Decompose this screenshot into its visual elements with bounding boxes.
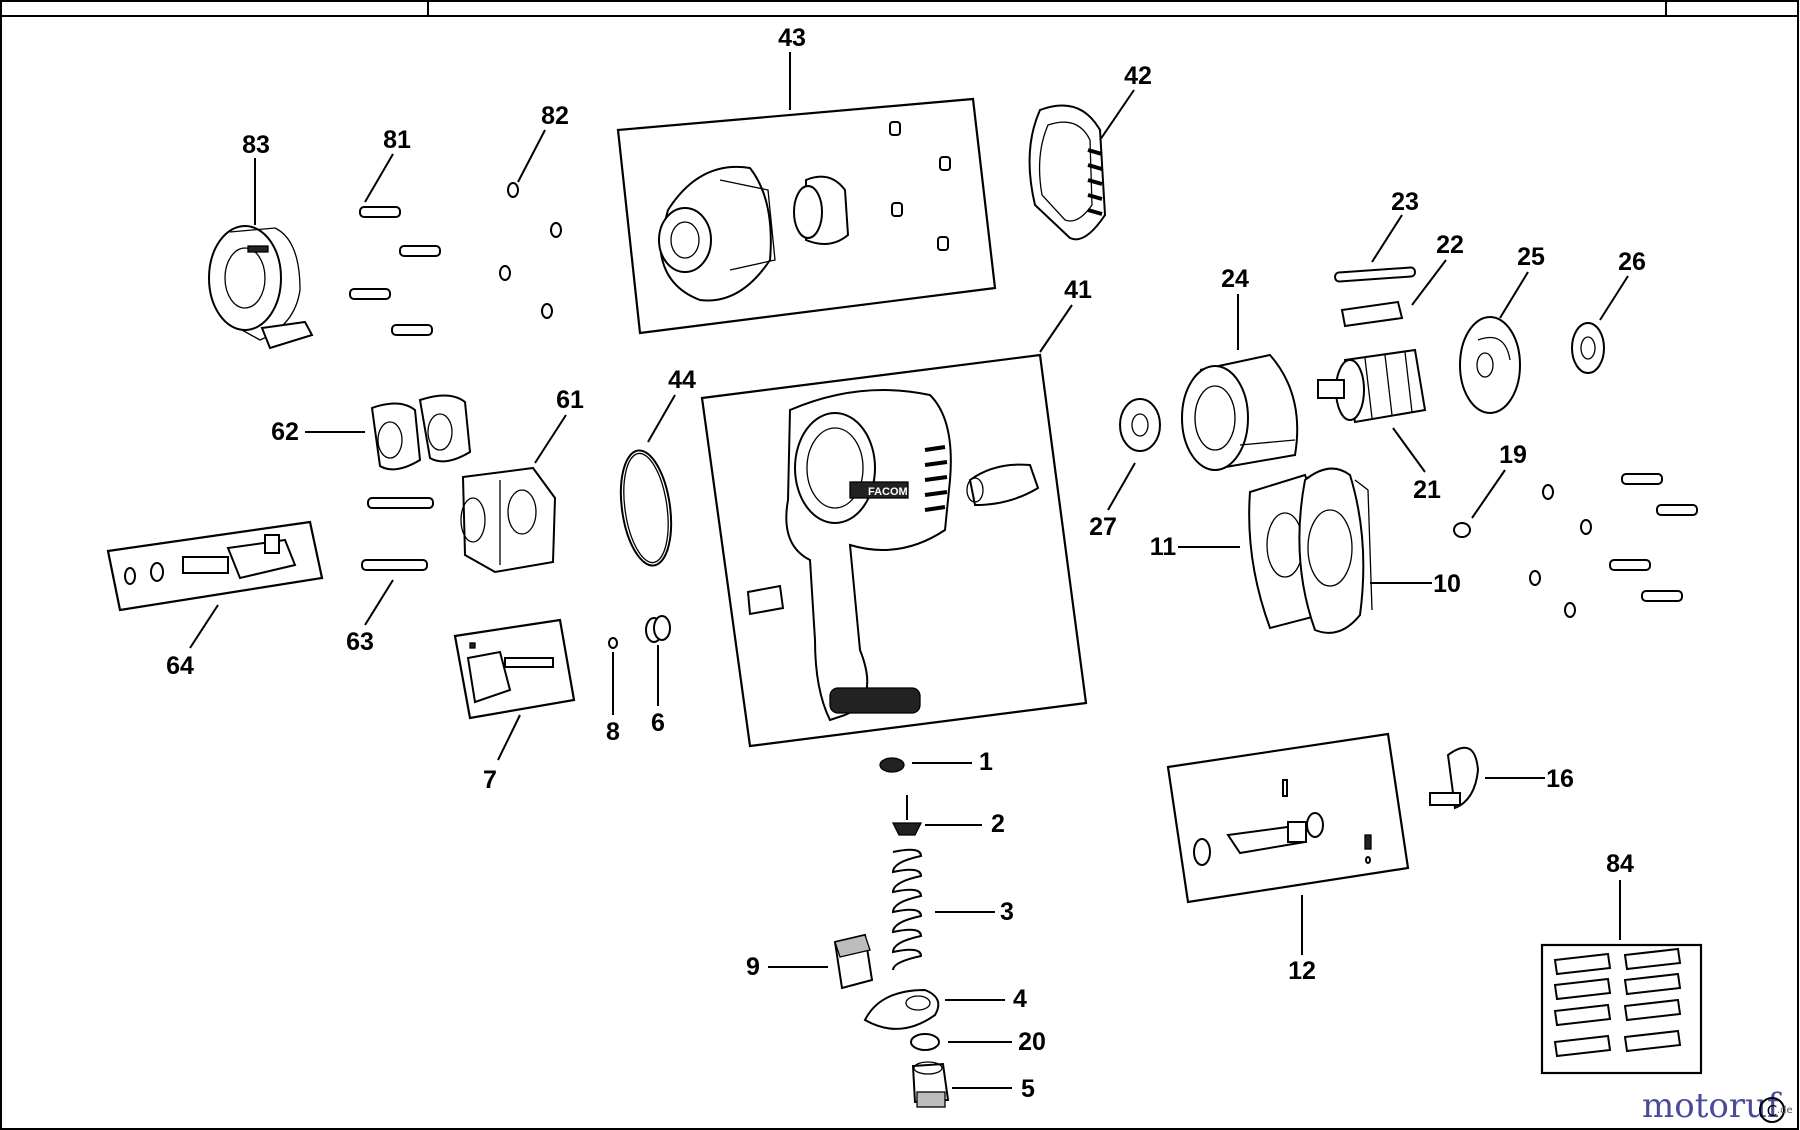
watermark-suffix: .de xyxy=(1777,1105,1793,1116)
part-27-bearing-washer xyxy=(1119,398,1161,452)
part-24-cylinder xyxy=(1181,353,1299,471)
callout-7: 7 xyxy=(483,766,497,794)
part-5-air-inlet xyxy=(911,1061,950,1108)
callout-5: 5 xyxy=(1021,1075,1035,1103)
callout-4: 4 xyxy=(1013,985,1027,1013)
callout-1: 1 xyxy=(979,748,993,776)
callout-62: 62 xyxy=(271,418,299,446)
svg-text:C: C xyxy=(1767,1102,1777,1120)
callout-41: 41 xyxy=(1064,276,1092,304)
part-42-end-cover xyxy=(1028,104,1107,241)
housing-brand-label: FACOM xyxy=(868,486,908,498)
part-22-rotor-blade xyxy=(1340,300,1404,328)
callout-9: 9 xyxy=(746,953,760,981)
callout-8: 8 xyxy=(606,718,620,746)
callout-23: 23 xyxy=(1391,188,1419,216)
part-43-front-housing-kit xyxy=(616,97,997,335)
part-23-dowel-pin xyxy=(1334,266,1416,283)
callout-61: 61 xyxy=(556,386,584,414)
part-1-exhaust-grommet xyxy=(879,757,905,773)
part-44-o-ring xyxy=(619,449,673,567)
callout-12: 12 xyxy=(1288,957,1316,985)
part-19-plug xyxy=(1453,522,1471,538)
callout-16: 16 xyxy=(1546,765,1574,793)
callout-20: 20 xyxy=(1018,1028,1046,1056)
callout-10: 10 xyxy=(1433,570,1461,598)
part-81-screws xyxy=(349,206,441,336)
callout-22: 22 xyxy=(1436,231,1464,259)
watermark-text: motoruf xyxy=(1642,1086,1782,1126)
callout-42: 42 xyxy=(1124,62,1152,90)
part-41-main-housing-kit: FACOM xyxy=(700,353,1088,748)
part-64-anvil-kit xyxy=(106,520,324,612)
callout-84: 84 xyxy=(1606,850,1634,878)
callout-21: 21 xyxy=(1413,476,1441,504)
part-26-bearing xyxy=(1571,322,1605,374)
part-3-spring xyxy=(891,848,923,971)
part-83-hammer-cage xyxy=(208,225,314,350)
callout-19: 19 xyxy=(1499,441,1527,469)
callout-83: 83 xyxy=(242,131,270,159)
part-8-seal xyxy=(608,637,618,649)
copyright-icon xyxy=(1759,1097,1785,1123)
callout-82: 82 xyxy=(541,102,569,130)
part-61-hammer-frame xyxy=(460,466,557,574)
callout-64: 64 xyxy=(166,652,194,680)
part-25-rear-end-plate xyxy=(1459,316,1521,414)
callout-43: 43 xyxy=(778,24,806,52)
part-62-hammer-dogs xyxy=(370,394,472,471)
part-16-reverse-knob xyxy=(1429,746,1480,810)
callout-27: 27 xyxy=(1089,513,1117,541)
part-9-filter-block xyxy=(833,933,874,990)
part-12-reverse-valve-kit xyxy=(1166,732,1410,904)
callout-81: 81 xyxy=(383,126,411,154)
part-7-trigger-kit xyxy=(453,618,576,720)
callout-25: 25 xyxy=(1517,243,1545,271)
part-2-valve-stem xyxy=(891,795,923,836)
callout-2: 2 xyxy=(991,810,1005,838)
callout-26: 26 xyxy=(1618,248,1646,276)
callout-63: 63 xyxy=(346,628,374,656)
watermark-logo: motoruf C .de xyxy=(1642,1086,1793,1126)
part-10-rear-housing xyxy=(1298,467,1373,634)
part-21-rotor xyxy=(1317,348,1427,424)
part-84-blade-set xyxy=(1540,943,1703,1075)
part-82-washers xyxy=(499,182,562,319)
callout-44: 44 xyxy=(668,366,696,394)
callout-11: 11 xyxy=(1150,533,1177,561)
part-63-pins xyxy=(361,497,434,571)
part-rear-screws xyxy=(1529,473,1698,618)
callout-6: 6 xyxy=(651,709,665,737)
callout-24: 24 xyxy=(1221,265,1249,293)
part-4-valve-plate xyxy=(863,988,940,1030)
part-20-o-ring xyxy=(910,1033,940,1051)
callout-3: 3 xyxy=(1000,898,1014,926)
part-6-spring-seal xyxy=(645,615,671,643)
